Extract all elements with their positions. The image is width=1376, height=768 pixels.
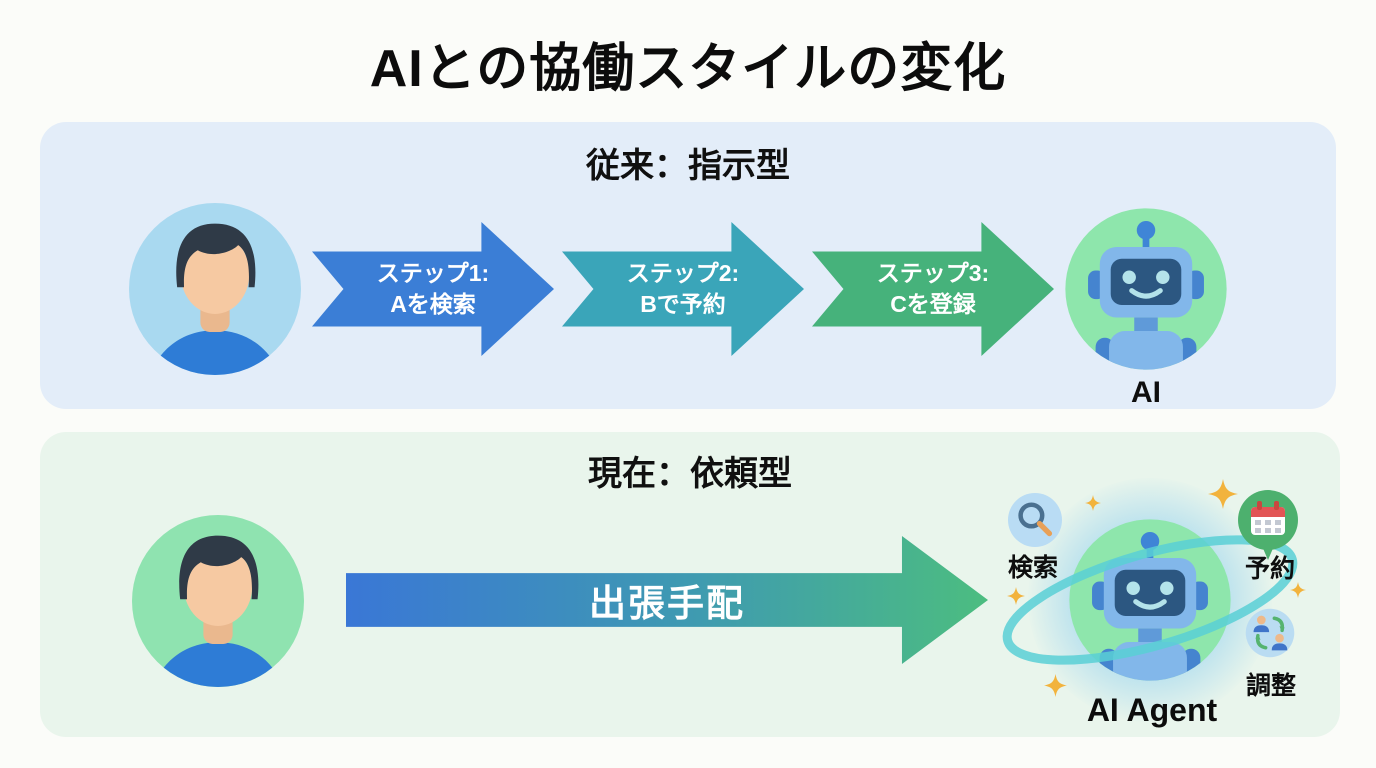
ai-label: AI xyxy=(1131,376,1161,409)
step-3-line1: ステップ3: xyxy=(876,259,990,286)
people-sync-icon xyxy=(1245,608,1295,658)
step-2-line2: Bで予約 xyxy=(640,291,726,317)
step-3-line2: Cを登録 xyxy=(890,291,976,317)
page-title: AIとの協働スタイルの変化 xyxy=(369,40,1007,98)
sparkle-icon xyxy=(1044,674,1067,697)
person-avatar xyxy=(132,515,304,687)
step-2-line1: ステップ2: xyxy=(626,259,740,286)
robot-icon xyxy=(1062,205,1230,373)
search-icon xyxy=(1008,493,1062,547)
step-1-line2: Aを検索 xyxy=(390,291,476,317)
step-1-line1: ステップ1: xyxy=(376,259,490,286)
orbit-ring-icon xyxy=(1002,535,1298,665)
agent-label: AI Agent xyxy=(1086,692,1218,728)
capability-label-reserve: 予約 xyxy=(1244,555,1295,583)
panel-traditional-heading: 従来：指示型 xyxy=(586,147,790,185)
capability-label-search: 検索 xyxy=(1007,554,1058,582)
sparkle-icon xyxy=(1085,495,1101,511)
capability-label-adjust: 調整 xyxy=(1245,672,1296,700)
request-label: 出張手配 xyxy=(589,583,745,624)
panel-current-heading: 現在：依頼型 xyxy=(588,455,792,493)
sparkle-icon xyxy=(1290,582,1306,598)
sparkle-icon xyxy=(1208,479,1238,509)
sparkle-icon xyxy=(1007,587,1025,605)
calendar-icon xyxy=(1238,490,1298,560)
person-avatar xyxy=(129,203,301,375)
